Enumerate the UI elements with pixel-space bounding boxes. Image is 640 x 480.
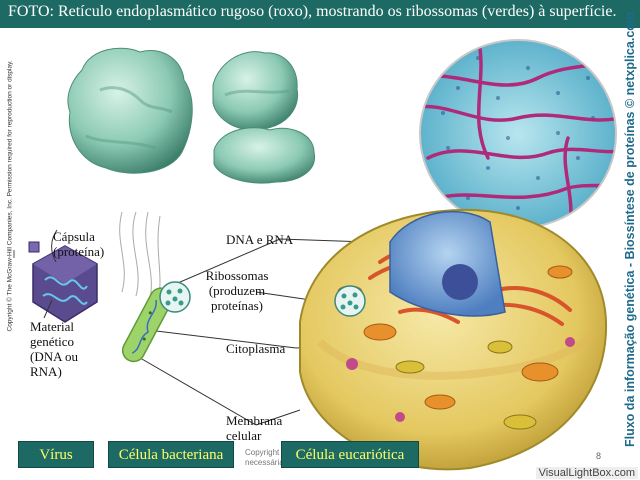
- label-membrana-line1: Membrana: [226, 413, 283, 428]
- title-bar: [0, 0, 640, 28]
- label-membrana-line2: celular: [226, 428, 262, 443]
- label-material-line4: RNA): [30, 364, 62, 379]
- eukaryotic-cell-illustration: [299, 208, 608, 471]
- ribosome-image-2: [212, 51, 299, 131]
- label-material-genetico: Material genético (DNA ou RNA): [30, 319, 78, 379]
- celula-bacteriana-button[interactable]: Célula bacteriana: [108, 441, 234, 468]
- slide-title: FOTO: Retículo endoplasmático rugoso (ro…: [8, 3, 617, 20]
- label-capsula: Cápsula (proteína): [53, 229, 104, 259]
- label-dna-rna: DNA e RNA: [226, 232, 294, 247]
- ribosome-image-3: [213, 127, 316, 184]
- label-membrana: Membrana celular: [226, 413, 282, 443]
- label-ribossomas-line2: (produzem: [208, 283, 266, 298]
- label-ribossomas-line1: Ribossomas: [205, 268, 269, 283]
- label-material-line3: (DNA ou: [30, 349, 79, 364]
- watermark: VisualLightBox.com: [535, 467, 638, 479]
- celula-eucariotica-button[interactable]: Célula eucariótica: [281, 441, 419, 468]
- label-material-line1: Material: [30, 319, 75, 334]
- side-copyright: Copyright © The McGraw-Hill Companies, I…: [6, 60, 14, 332]
- label-material-line2: genético: [30, 334, 75, 349]
- ribosome-image-1: [67, 47, 193, 174]
- side-credit: Fluxo da informação genética - Biossínte…: [623, 11, 637, 447]
- page-number: 8: [596, 451, 602, 461]
- footer-copyright-line1: Copyright: [245, 448, 280, 457]
- label-capsula-line2: (proteína): [53, 244, 105, 259]
- ribosome-zoom-bubble-cell: [334, 285, 366, 317]
- ribosome-zoom-bubble: [159, 281, 191, 313]
- virus-button[interactable]: Vírus: [18, 441, 94, 468]
- label-capsula-line1: Cápsula: [53, 229, 95, 244]
- label-ribossomas-line3: proteínas): [211, 298, 263, 313]
- label-citoplasma: Citoplasma: [226, 341, 286, 356]
- label-ribossomas: Ribossomas (produzem proteínas): [198, 268, 276, 313]
